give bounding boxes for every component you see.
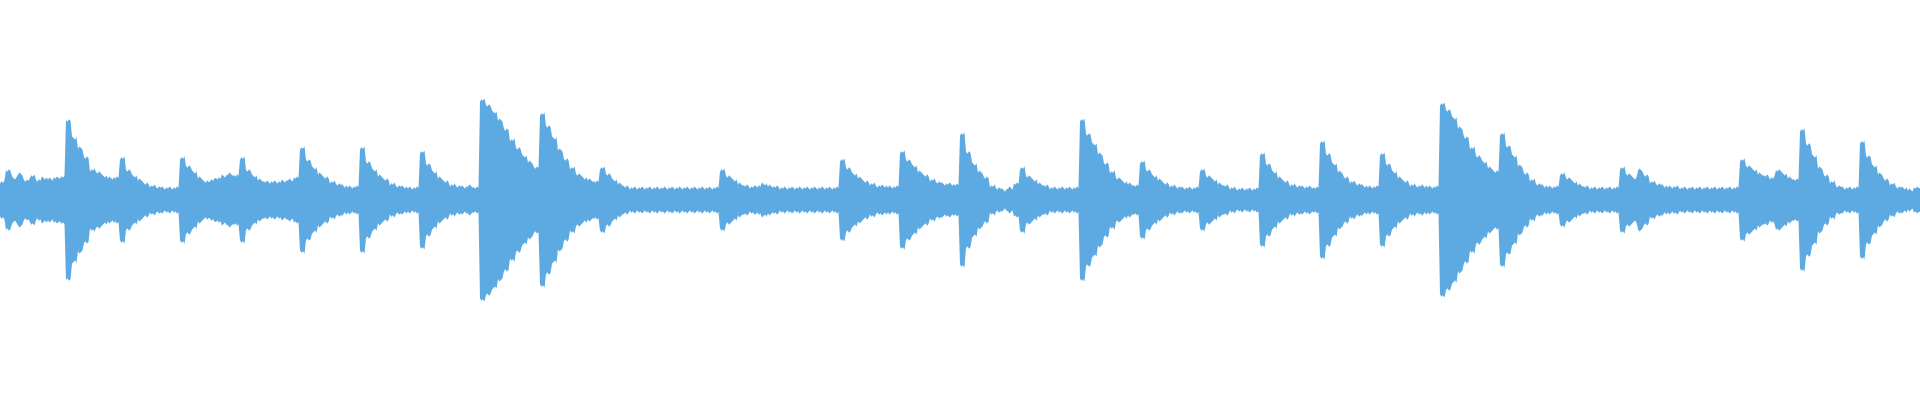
waveform-bars xyxy=(0,98,1920,302)
waveform-centerline xyxy=(0,194,1920,206)
